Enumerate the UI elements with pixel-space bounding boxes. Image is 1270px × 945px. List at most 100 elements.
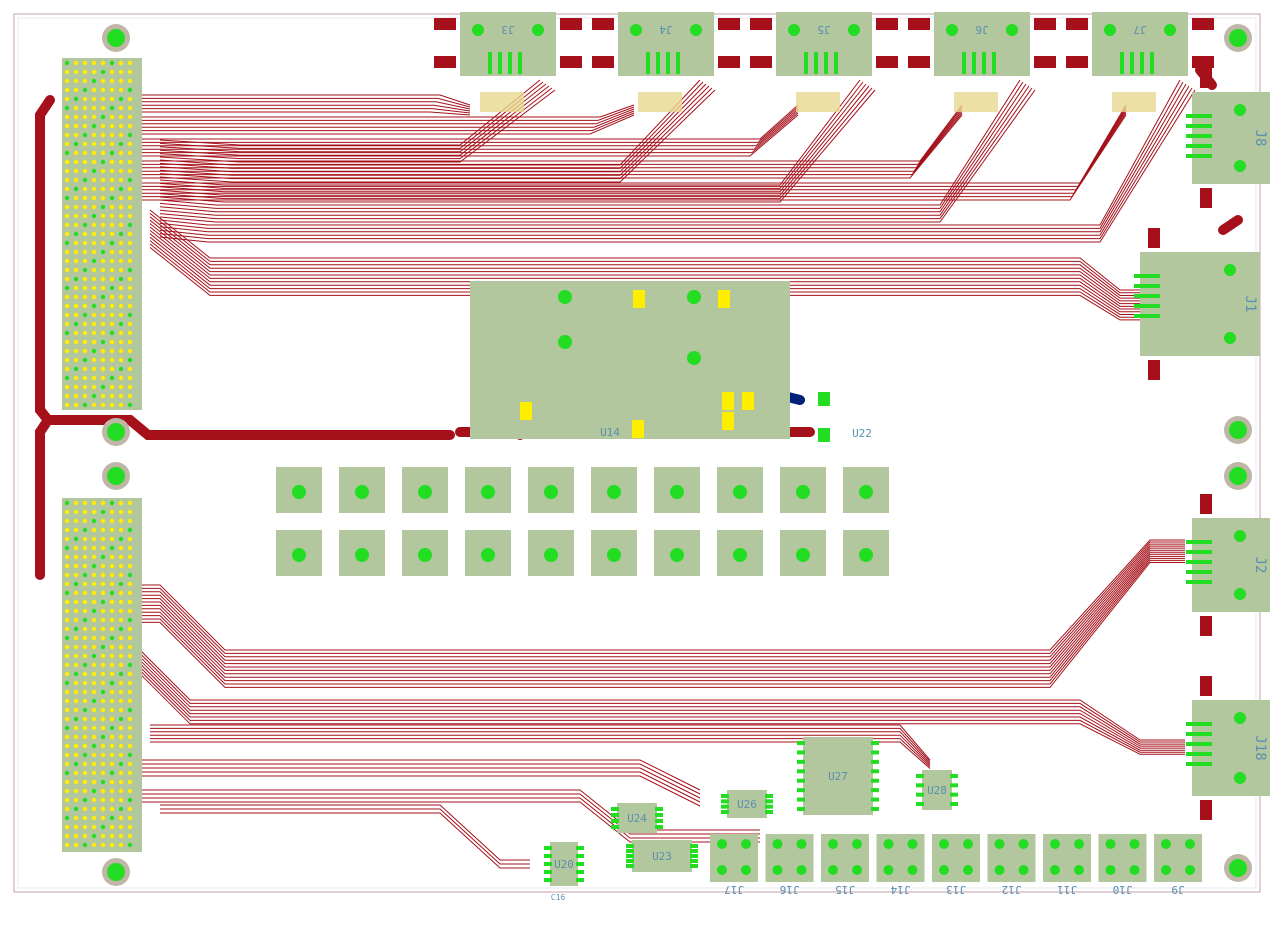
pin [127, 743, 133, 749]
j2-trace [130, 559, 1185, 685]
pin [100, 689, 106, 695]
pin [82, 402, 88, 408]
pin [118, 159, 124, 165]
pin [82, 366, 88, 372]
switch-pad [796, 485, 810, 499]
bottom-connector-body [1154, 834, 1202, 882]
pin [64, 87, 70, 93]
ic-body [617, 803, 657, 833]
ic-pin [690, 849, 698, 853]
ic-pin [797, 778, 805, 783]
pin [100, 554, 106, 560]
pin [118, 608, 124, 614]
bottom-connector-label: J14 [890, 883, 910, 896]
pin [1186, 570, 1212, 574]
pin [82, 249, 88, 255]
top-trace [140, 97, 471, 108]
pin [127, 797, 133, 803]
pin [73, 599, 79, 605]
pin [118, 330, 124, 336]
pin [91, 303, 97, 309]
j2-trace [130, 541, 1185, 654]
pad [818, 428, 830, 442]
pin [73, 312, 79, 318]
ic-pin [576, 870, 584, 874]
pin [109, 536, 115, 542]
ic-pin [544, 878, 552, 882]
pin [64, 339, 70, 345]
pin [100, 141, 106, 147]
pin [100, 195, 106, 201]
pin [109, 159, 115, 165]
pad [883, 839, 894, 849]
j1-trace [149, 213, 1140, 294]
pin [73, 716, 79, 722]
pin [91, 644, 97, 650]
pin [646, 52, 650, 74]
pin [91, 267, 97, 273]
pin [91, 833, 97, 839]
pin [91, 707, 97, 713]
side-pad [750, 56, 772, 68]
pin [64, 78, 70, 84]
pin [91, 815, 97, 821]
top-trace [140, 114, 963, 179]
pin [109, 132, 115, 138]
pin [73, 303, 79, 309]
ic-pin [655, 825, 663, 829]
ic-pin [765, 799, 773, 804]
pin [109, 87, 115, 93]
top-trace [140, 112, 963, 176]
pin [91, 752, 97, 758]
pin [91, 168, 97, 174]
pin [100, 635, 106, 641]
pin [109, 734, 115, 740]
pin [100, 231, 106, 237]
pin [82, 698, 88, 704]
diag-trace [159, 87, 553, 160]
pin [100, 96, 106, 102]
center-module-body [470, 281, 790, 439]
pin [73, 842, 79, 848]
pin [73, 123, 79, 129]
j1-trace [149, 226, 1140, 305]
pin [64, 384, 70, 390]
top-trace [140, 106, 963, 165]
pin [64, 608, 70, 614]
pin [73, 500, 79, 506]
mounting-hole [107, 423, 125, 441]
pin [118, 213, 124, 219]
pin [1186, 580, 1212, 584]
diag-trace [159, 81, 864, 189]
pin [127, 393, 133, 399]
top-trace [140, 101, 471, 110]
pin [498, 52, 502, 74]
pin [82, 222, 88, 228]
pin [127, 617, 133, 623]
pin [127, 69, 133, 75]
bottom-connector-label: J13 [946, 883, 966, 896]
pin [91, 500, 97, 506]
diag-trace [159, 87, 713, 180]
pin [64, 716, 70, 722]
pin [64, 752, 70, 758]
pin [64, 698, 70, 704]
bottom-connector-body [765, 834, 814, 882]
pin [118, 716, 124, 722]
ic-pin [916, 802, 924, 806]
pin [992, 52, 996, 74]
diag-trace [159, 83, 707, 173]
pin [518, 52, 522, 74]
pad [852, 839, 862, 849]
pin [127, 303, 133, 309]
pin [64, 276, 70, 282]
pin [118, 141, 124, 147]
power-rail-mid [43, 415, 455, 440]
bottom-connector-label: J17 [724, 883, 744, 896]
pin [1186, 540, 1212, 544]
pin [127, 60, 133, 66]
pin [100, 545, 106, 551]
pin [73, 384, 79, 390]
pin [127, 375, 133, 381]
